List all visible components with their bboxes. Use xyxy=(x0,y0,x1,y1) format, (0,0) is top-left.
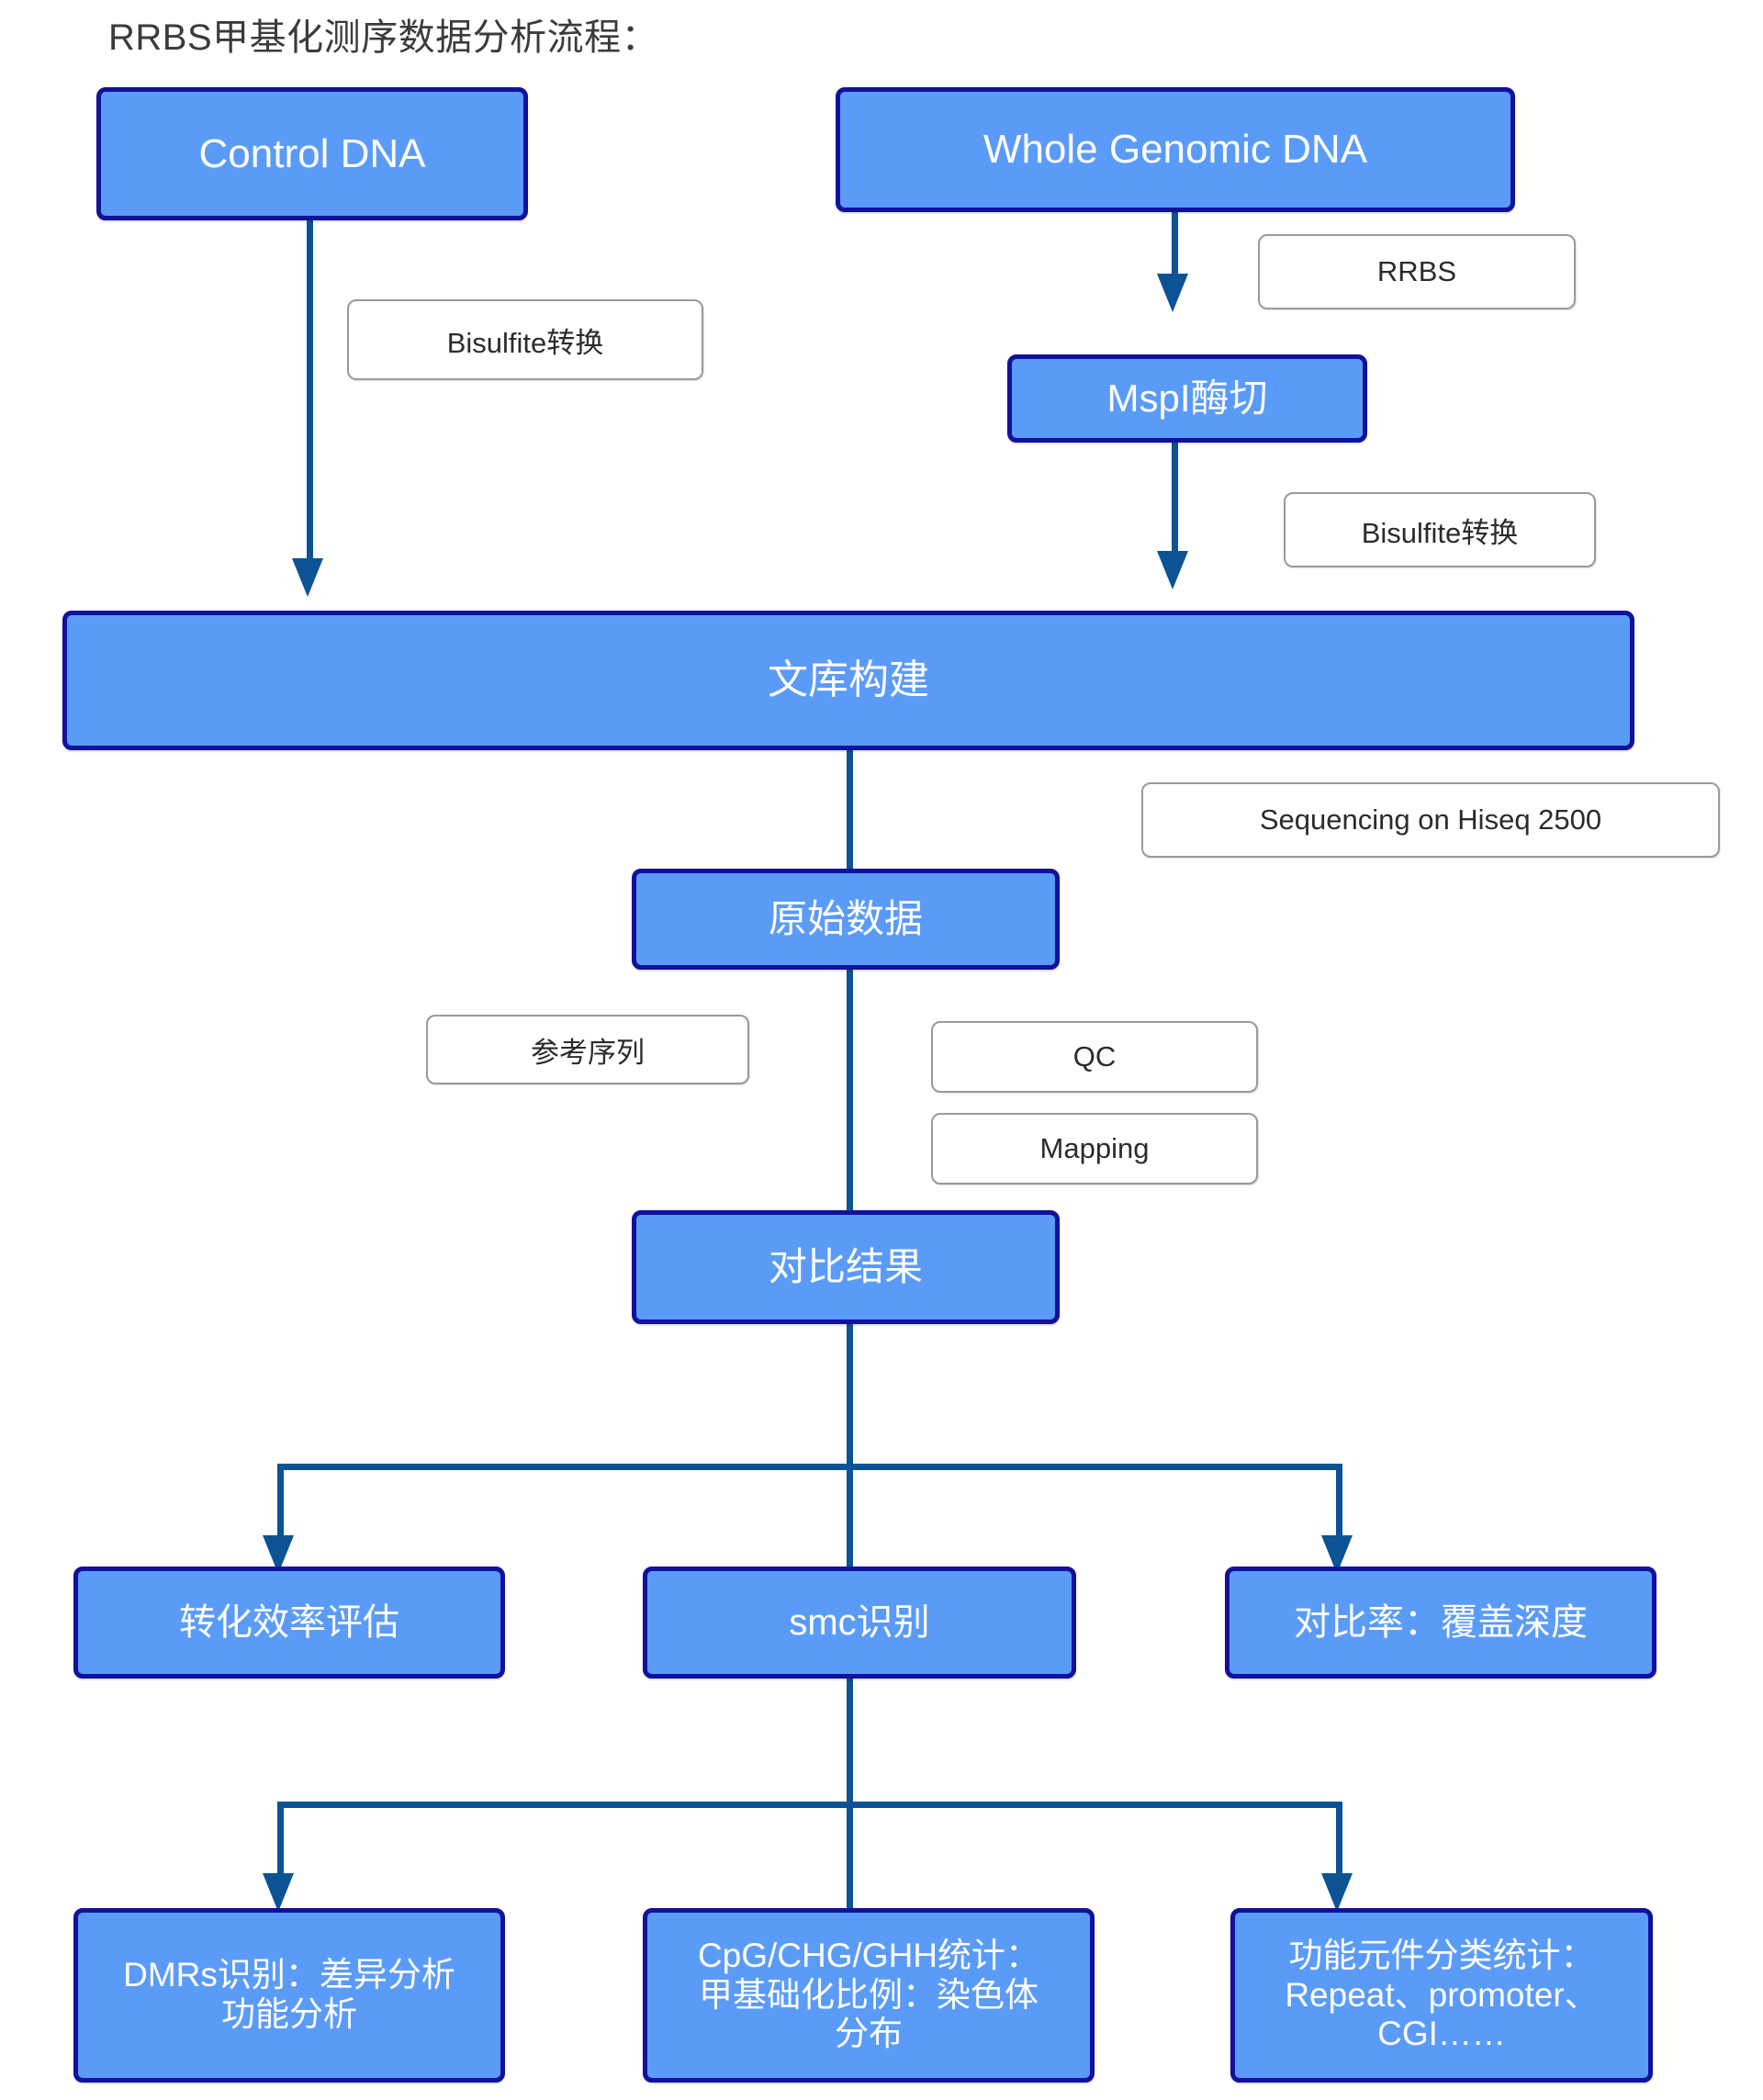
label-rrbs[interactable]: RRBS xyxy=(1258,234,1576,309)
label-reference-sequence[interactable]: 参考序列 xyxy=(426,1015,749,1084)
arrowhead-to-functional-elements xyxy=(1321,1873,1353,1912)
node-alignment-result[interactable]: 对比结果 xyxy=(632,1210,1060,1324)
label-qc[interactable]: QC xyxy=(931,1021,1258,1093)
connector-mspi-to-library xyxy=(1172,441,1178,560)
node-functional-elements-line-3: CGI…… xyxy=(1377,2015,1506,2053)
connector-alignment-bus xyxy=(277,1464,1342,1470)
arrowhead-mspi-to-library xyxy=(1157,551,1188,590)
connector-smc-stem xyxy=(847,1677,853,1915)
arrowhead-to-dmrs xyxy=(263,1873,294,1912)
node-cpg-stats-line-2: 甲基础化比例：染色体 xyxy=(699,1975,1039,2014)
connector-library-to-rawdata xyxy=(847,748,853,872)
connector-control-dna-to-library xyxy=(307,219,313,567)
node-cpg-stats-line-1: CpG/CHG/GHH统计： xyxy=(697,1936,1040,1974)
connector-smc-left-drop xyxy=(277,1802,284,1884)
label-bisulfite-mspi[interactable]: Bisulfite转换 xyxy=(1284,492,1596,567)
connector-smc-bus xyxy=(277,1802,1342,1808)
label-mapping[interactable]: Mapping xyxy=(931,1113,1258,1185)
connector-rawdata-to-alignment xyxy=(847,968,853,1230)
node-smc-identification[interactable]: smc识别 xyxy=(643,1567,1076,1679)
node-cpg-stats[interactable]: CpG/CHG/GHH统计： 甲基础化比例：染色体 分布 xyxy=(643,1908,1095,2083)
node-functional-elements-line-2: Repeat、promoter、 xyxy=(1285,1975,1599,2014)
connector-genomic-to-mspi xyxy=(1172,209,1178,283)
node-dmrs-line-1: DMRs识别：差异分析 xyxy=(123,1956,455,1994)
node-cpg-stats-line-3: 分布 xyxy=(835,2015,903,2053)
page-title: RRBS甲基化测序数据分析流程： xyxy=(108,17,659,58)
label-bisulfite-control[interactable]: Bisulfite转换 xyxy=(347,299,703,380)
node-library-construction[interactable]: 文库构建 xyxy=(62,611,1634,750)
node-functional-elements-line-1: 功能元件分类统计： xyxy=(1288,1936,1595,1974)
node-mspi-digest[interactable]: MspI酶切 xyxy=(1007,354,1367,443)
node-mapping-rate-depth[interactable]: 对比率：覆盖深度 xyxy=(1225,1567,1656,1679)
arrowhead-genomic-to-mspi xyxy=(1157,274,1188,312)
node-dmrs-identification[interactable]: DMRs识别：差异分析 功能分析 xyxy=(73,1908,505,2083)
label-sequencing[interactable]: Sequencing on Hiseq 2500 xyxy=(1141,782,1720,858)
connector-alignment-left-drop xyxy=(277,1464,284,1546)
node-raw-data[interactable]: 原始数据 xyxy=(632,869,1060,970)
arrowhead-control-dna-to-library xyxy=(292,558,323,597)
connector-alignment-stem xyxy=(847,1322,853,1570)
node-functional-elements[interactable]: 功能元件分类统计： Repeat、promoter、 CGI…… xyxy=(1230,1908,1653,2083)
connector-smc-right-drop xyxy=(1336,1802,1342,1884)
node-control-dna[interactable]: Control DNA xyxy=(96,87,528,220)
node-whole-genomic-dna[interactable]: Whole Genomic DNA xyxy=(836,87,1515,212)
node-conversion-efficiency[interactable]: 转化效率评估 xyxy=(73,1567,505,1679)
node-dmrs-line-2: 功能分析 xyxy=(221,1995,357,2033)
connector-alignment-right-drop xyxy=(1336,1464,1342,1546)
